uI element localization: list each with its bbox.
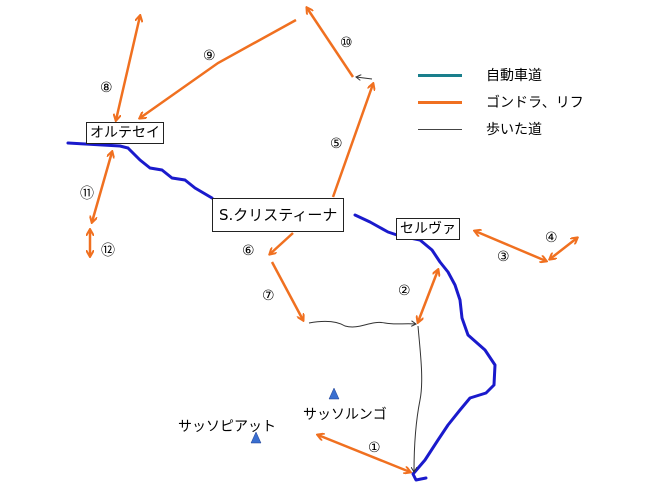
lift-number-8: ⑧ [100, 80, 113, 96]
lift-10 [307, 8, 355, 78]
walk-path-top [356, 77, 373, 79]
lift-2 [418, 270, 438, 322]
place-s-cristina: S.クリスティーナ [212, 198, 345, 232]
peak-icon-sassopiatto [250, 431, 262, 444]
walk-path-down [414, 325, 423, 472]
label-sassopiatto: サッソピアット [178, 419, 276, 435]
legend-lift-swatch [418, 100, 462, 104]
road-path [66, 141, 497, 482]
lift-number-4: ④ [545, 230, 558, 246]
legend-lift-label: ゴンドラ、リフ [486, 95, 584, 111]
legend-lift: ゴンドラ、リフ [418, 92, 584, 112]
lift-number-3: ③ [497, 249, 510, 265]
legend-walk-label: 歩いた道 [486, 122, 542, 138]
legend-road-label: 自動車道 [486, 68, 542, 84]
lift-11 [92, 152, 112, 222]
lift-number-1: ① [368, 440, 381, 456]
lift-number-2: ② [398, 283, 411, 299]
lift-6 [270, 232, 294, 254]
lift-number-6: ⑥ [242, 243, 255, 259]
peak-icon-sassolungo [328, 387, 340, 400]
lift-7 [270, 261, 303, 320]
lift-8 [116, 16, 140, 120]
place-selva: セルヴァ [396, 218, 460, 240]
lift-number-12: ⑫ [101, 243, 115, 259]
lift-3 [475, 231, 546, 261]
legend-walk: 歩いた道 [418, 119, 542, 139]
lift-number-9: ⑨ [203, 48, 216, 64]
lift-number-5: ⑤ [330, 136, 343, 152]
lift-4 [550, 238, 577, 259]
legend-road-swatch [418, 73, 462, 77]
place-ortisei: オルテセイ [86, 122, 164, 144]
legend-walk-swatch [418, 128, 462, 130]
lift-9 [140, 18, 297, 118]
lift-number-7: ⑦ [262, 288, 275, 304]
lift-number-11: ⑪ [80, 186, 94, 202]
lift-number-10: ⑩ [340, 35, 353, 51]
label-sassolungo: サッソルンゴ [303, 407, 387, 423]
lift-5 [331, 84, 373, 198]
lift-1 [318, 435, 410, 472]
walk-path-middle [308, 321, 416, 328]
legend-road: 自動車道 [418, 65, 542, 85]
